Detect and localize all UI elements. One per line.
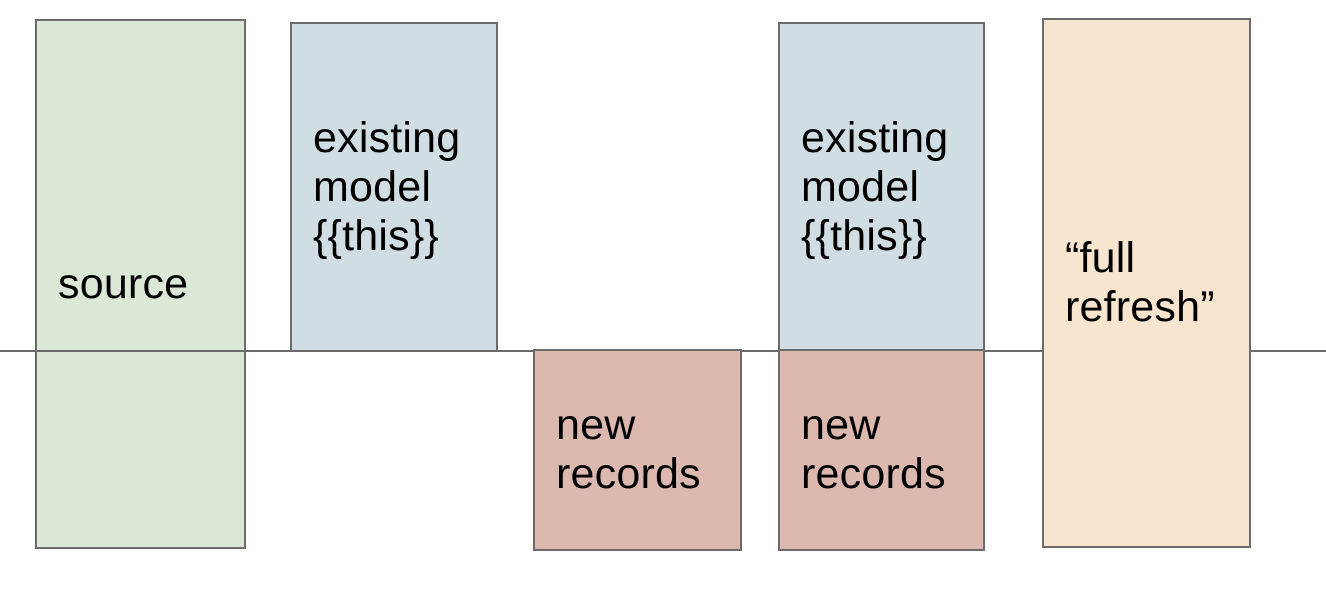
- existing-model-label-1: existing model {{this}}: [313, 113, 461, 260]
- full-refresh-box: “full refresh”: [1042, 18, 1251, 548]
- new-records-box-1: new records: [533, 349, 742, 551]
- source-label: source: [58, 259, 189, 308]
- existing-model-label-2: existing model {{this}}: [801, 113, 949, 260]
- existing-model-box-1: existing model {{this}}: [290, 22, 498, 352]
- full-refresh-label: “full refresh”: [1065, 234, 1215, 331]
- new-records-box-2: new records: [778, 349, 985, 551]
- existing-model-box-2: existing model {{this}}: [778, 22, 985, 352]
- source-box: source: [35, 19, 246, 549]
- new-records-label-1: new records: [556, 401, 701, 498]
- new-records-label-2: new records: [801, 401, 946, 498]
